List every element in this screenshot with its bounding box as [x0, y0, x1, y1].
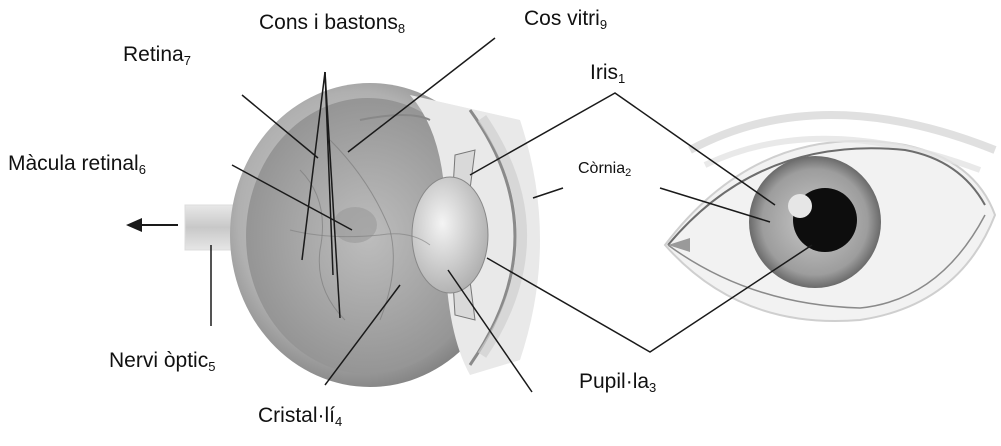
label-iris-name: Iris [590, 61, 618, 84]
label-lens-name: Cristal·lí [258, 404, 335, 427]
label-iris: Iris1 [590, 62, 625, 85]
eyeball-cross-section [230, 83, 540, 387]
label-cones-rods-name: Cons i bastons [259, 11, 398, 34]
label-retina-name: Retina [123, 43, 184, 66]
label-cornea-number: 2 [625, 167, 631, 179]
label-pupil-number: 3 [649, 380, 656, 395]
label-vitreous-number: 9 [600, 17, 607, 32]
external-eye-illustration [665, 115, 995, 321]
label-cones-rods: Cons i bastons8 [259, 12, 405, 35]
label-retina-number: 7 [184, 53, 191, 68]
label-macula-number: 6 [139, 162, 146, 177]
label-cornea-name: Còrnia [578, 160, 625, 177]
label-retina: Retina7 [123, 44, 191, 67]
label-iris-number: 1 [618, 71, 625, 86]
label-lens: Cristal·lí4 [258, 405, 342, 428]
label-optic-nerve: Nervi òptic5 [109, 350, 215, 373]
label-cones-rods-number: 8 [398, 21, 405, 36]
label-pupil-name: Pupil·la [579, 370, 649, 393]
label-vitreous: Cos vitri9 [524, 8, 607, 31]
label-macula-name: Màcula retinal [8, 152, 139, 175]
label-pupil: Pupil·la3 [579, 371, 656, 394]
label-macula: Màcula retinal6 [8, 153, 146, 176]
label-cornea: Còrnia2 [578, 161, 631, 179]
direction-arrow-icon [126, 218, 178, 232]
label-optic-nerve-number: 5 [208, 359, 215, 374]
leader-line-cornea [533, 188, 563, 198]
label-lens-number: 4 [335, 414, 342, 429]
label-optic-nerve-name: Nervi òptic [109, 349, 208, 372]
label-vitreous-name: Cos vitri [524, 7, 600, 30]
